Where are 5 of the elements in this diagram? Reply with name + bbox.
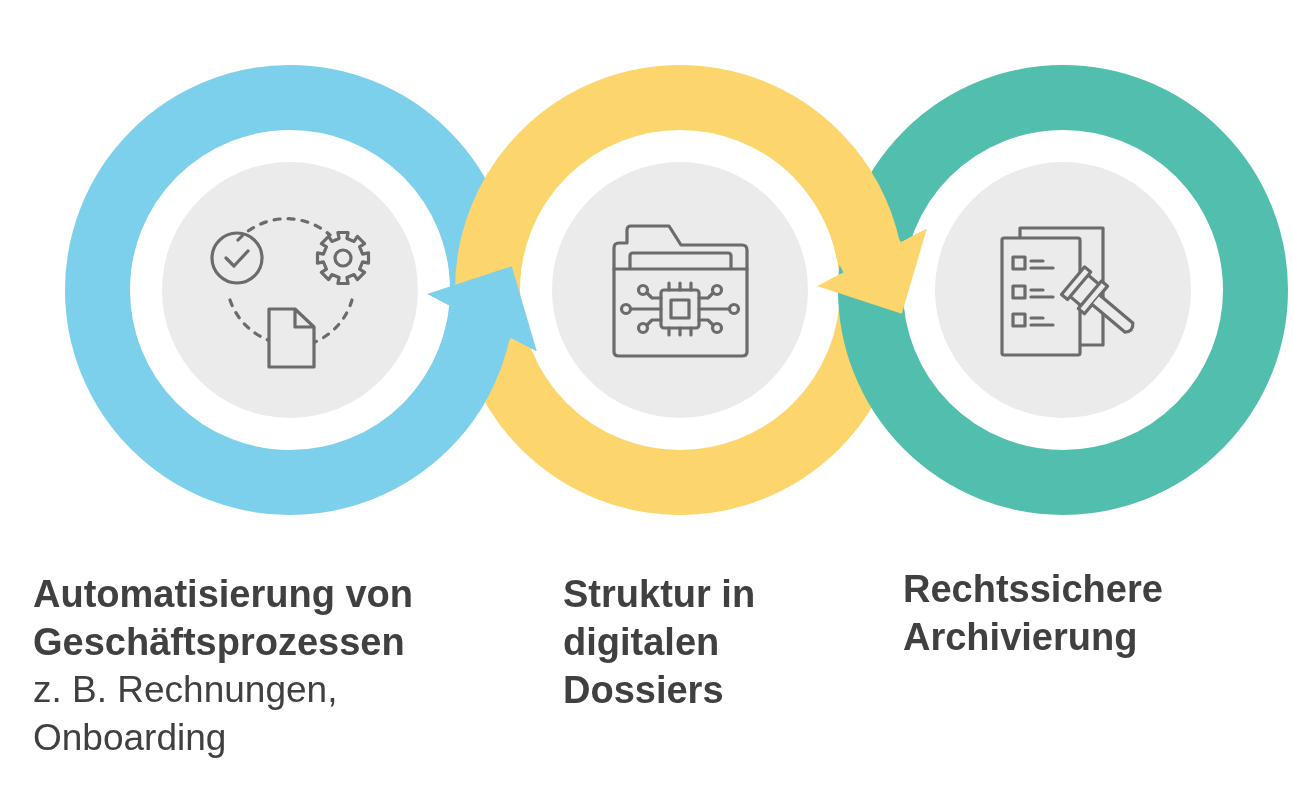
step-description: z. B. Rechnungen, Onboarding xyxy=(33,668,339,760)
step-heading: Struktur in digitalen Dossiers xyxy=(563,572,757,713)
arrow xyxy=(801,144,927,314)
step-heading: Rechtssichere Archivierung xyxy=(903,567,1164,660)
arrow xyxy=(411,266,537,436)
